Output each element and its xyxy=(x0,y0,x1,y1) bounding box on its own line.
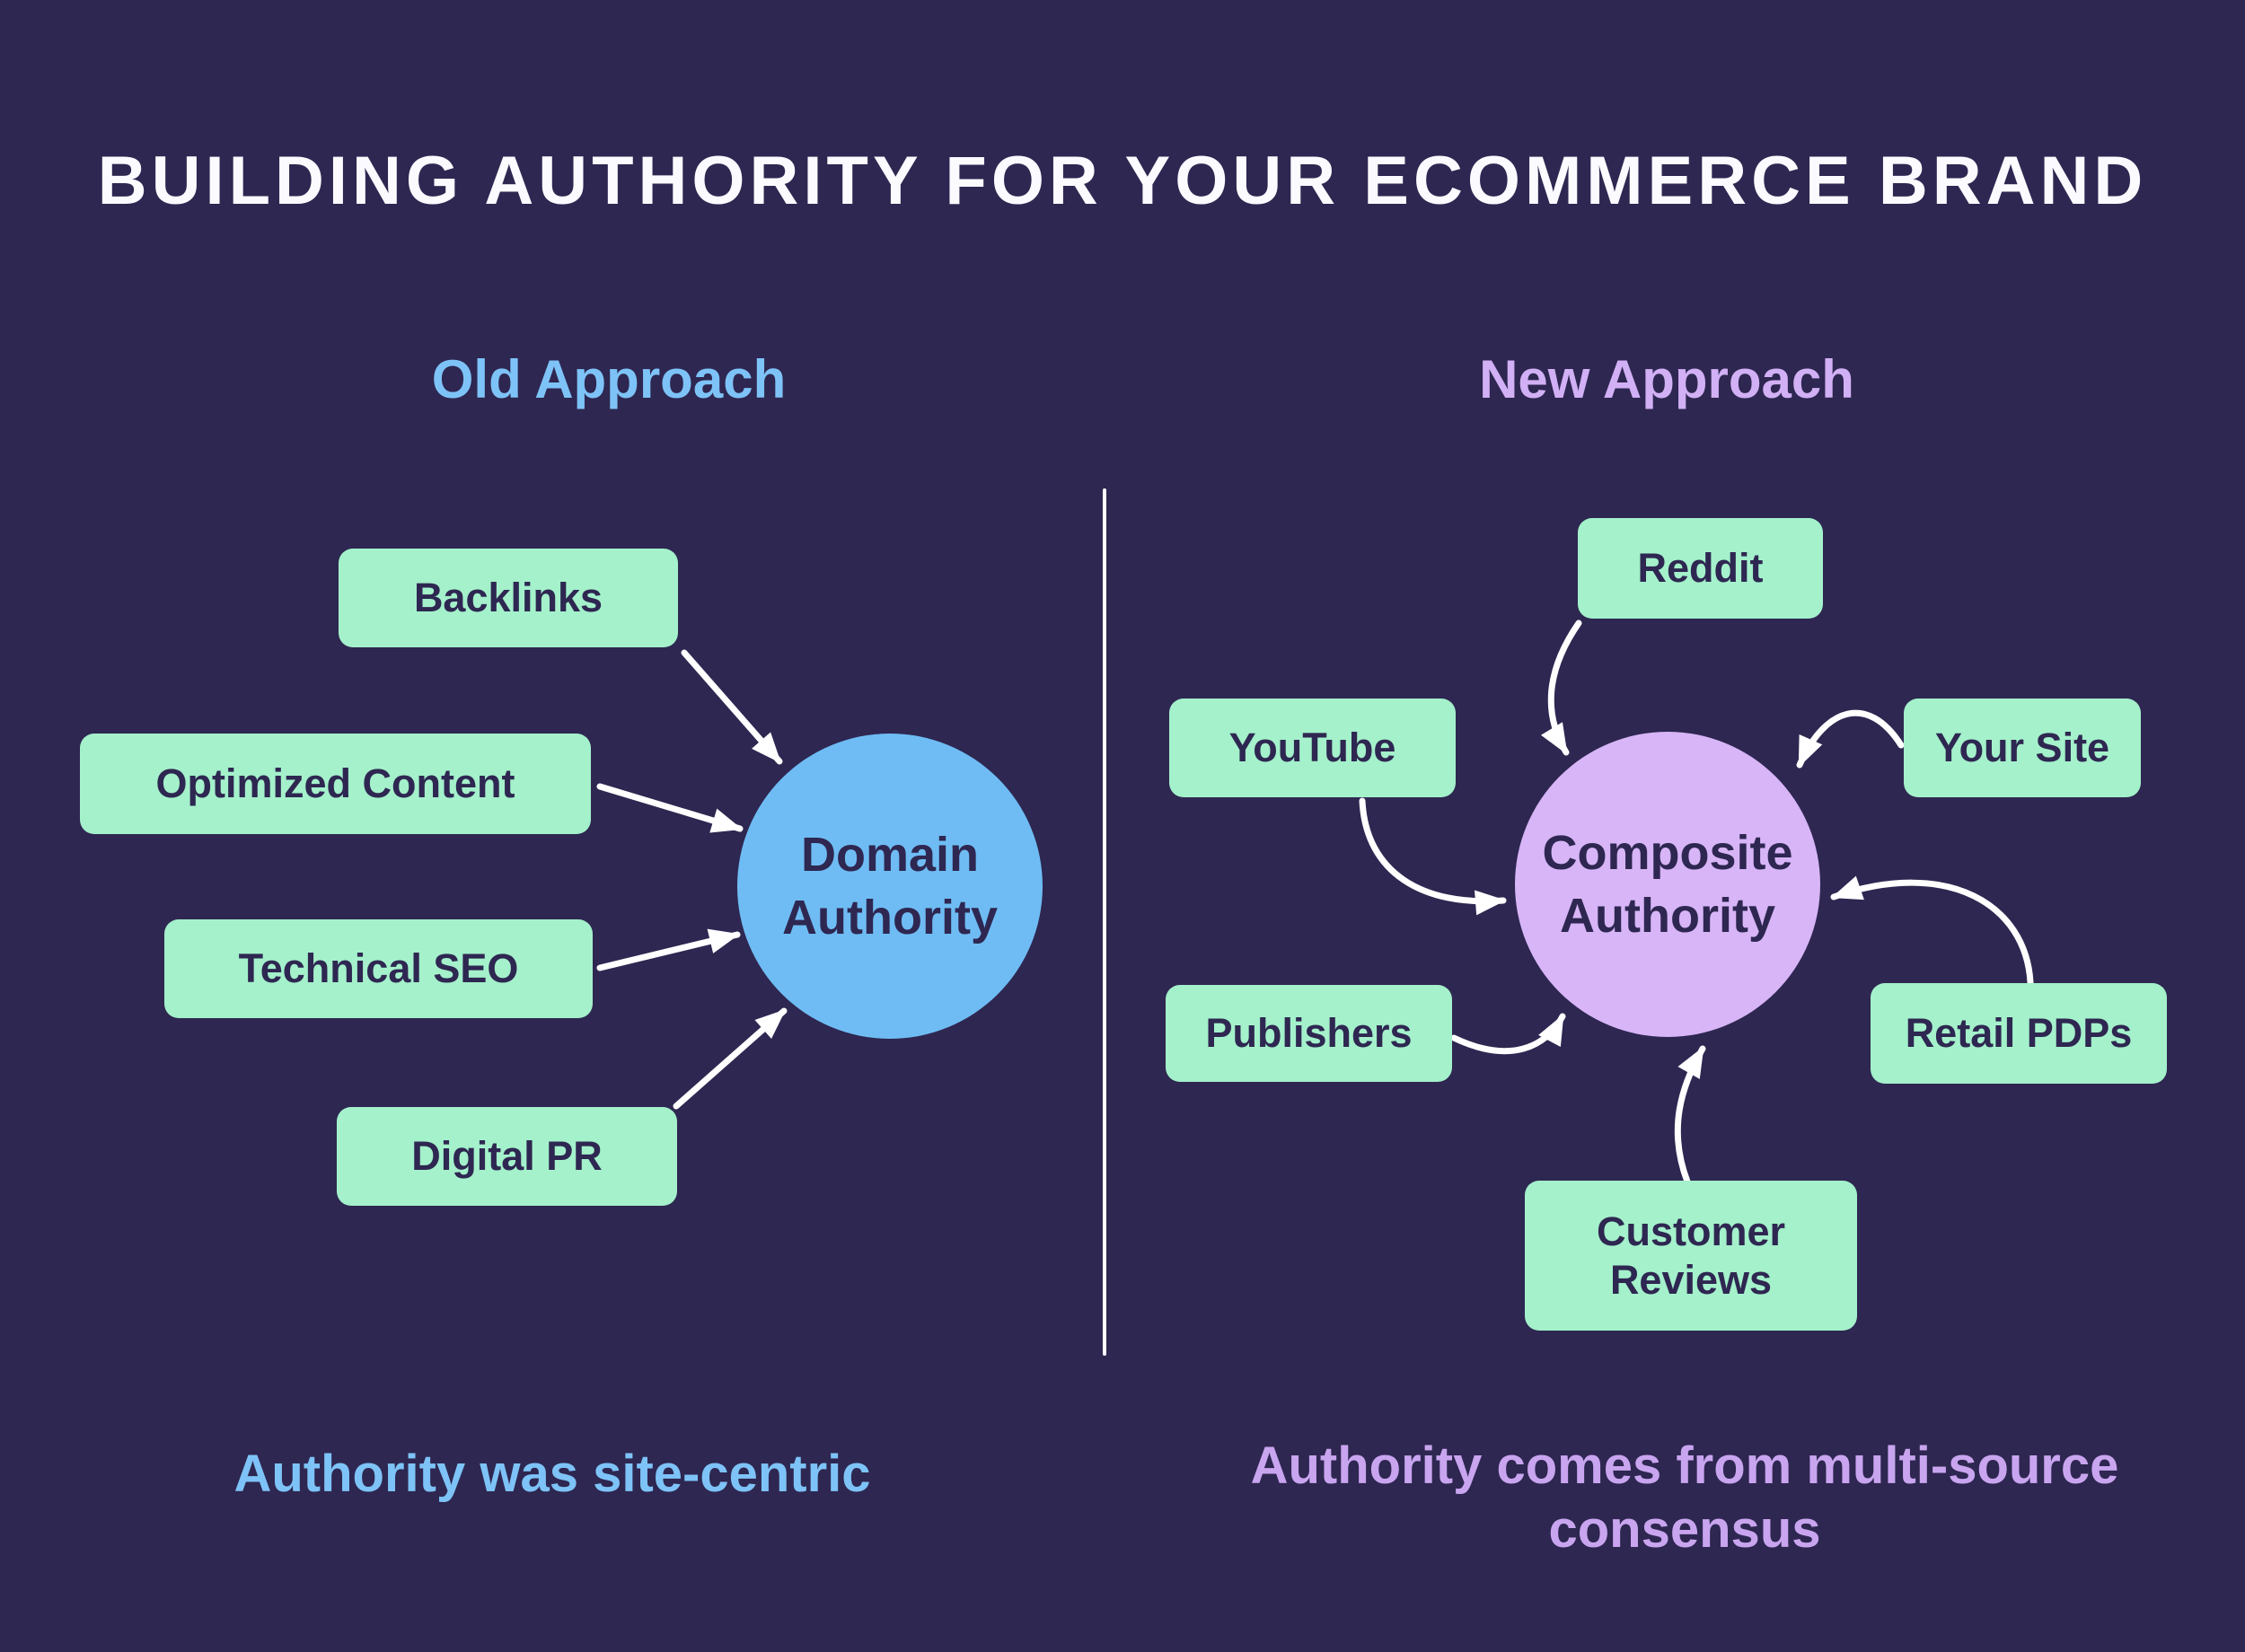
source-box-your-site: Your Site xyxy=(1904,699,2141,797)
source-box-publishers: Publishers xyxy=(1166,985,1452,1082)
divider-line xyxy=(1103,488,1106,1356)
arrow-customer-reviews xyxy=(1674,1045,1706,1185)
arrow-digital-pr xyxy=(673,1007,788,1110)
source-box-reddit: Reddit xyxy=(1578,518,1823,619)
arrow-retail-pdps xyxy=(1830,875,2034,986)
source-box-optimized-content: Optimized Content xyxy=(80,734,591,834)
hub-domain-authority: Domain Authority xyxy=(737,734,1043,1039)
arrow-youtube xyxy=(1359,797,1507,916)
arrow-reddit xyxy=(1540,620,1582,756)
arrow-publishers xyxy=(1450,1013,1566,1055)
hub-composite-authority: Composite Authority xyxy=(1515,732,1820,1037)
arrow-technical-seo xyxy=(596,928,741,971)
source-box-youtube: YouTube xyxy=(1169,699,1456,797)
source-box-customer-reviews: Customer Reviews xyxy=(1525,1181,1857,1331)
source-box-technical-seo: Technical SEO xyxy=(164,919,593,1018)
source-box-backlinks: Backlinks xyxy=(339,549,678,647)
arrow-your-site xyxy=(1796,709,1905,769)
arrow-optimized-content xyxy=(596,783,744,833)
new-approach-caption: Authority comes from multi-source consen… xyxy=(1250,1437,2119,1559)
arrow-backlinks xyxy=(681,649,783,765)
new-approach-heading: New Approach xyxy=(1479,349,1854,409)
source-box-retail-pdps: Retail PDPs xyxy=(1871,983,2167,1084)
hub-domain-authority-label: Domain Authority xyxy=(782,827,998,945)
old-approach-heading: Old Approach xyxy=(431,349,787,409)
old-approach-caption: Authority was site-centric xyxy=(233,1445,871,1503)
hub-composite-authority-label: Composite Authority xyxy=(1542,825,1793,943)
page-title: BUILDING AUTHORITY FOR YOUR ECOMMERCE BR… xyxy=(97,143,2148,219)
source-box-digital-pr: Digital PR xyxy=(337,1107,677,1206)
